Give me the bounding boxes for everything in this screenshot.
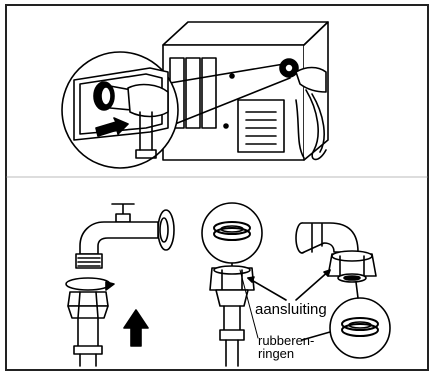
coupling-with-ring-illustration [202,203,262,366]
up-arrow-icon [124,310,148,346]
rubber-rings-label-line2: ringen [258,347,314,360]
connection-label: aansluiting [255,302,327,317]
rubber-ring-illustration [330,282,390,358]
water-tap-illustration [76,204,174,268]
connection-callout-lines [248,270,330,300]
rubber-rings-label: rubberen- ringen [258,334,314,360]
rotate-arrow-icon [66,278,114,290]
washing-machine-illustration [163,22,328,160]
hose-coupling-illustration [68,292,108,366]
elbow-connector-illustration [296,223,376,282]
